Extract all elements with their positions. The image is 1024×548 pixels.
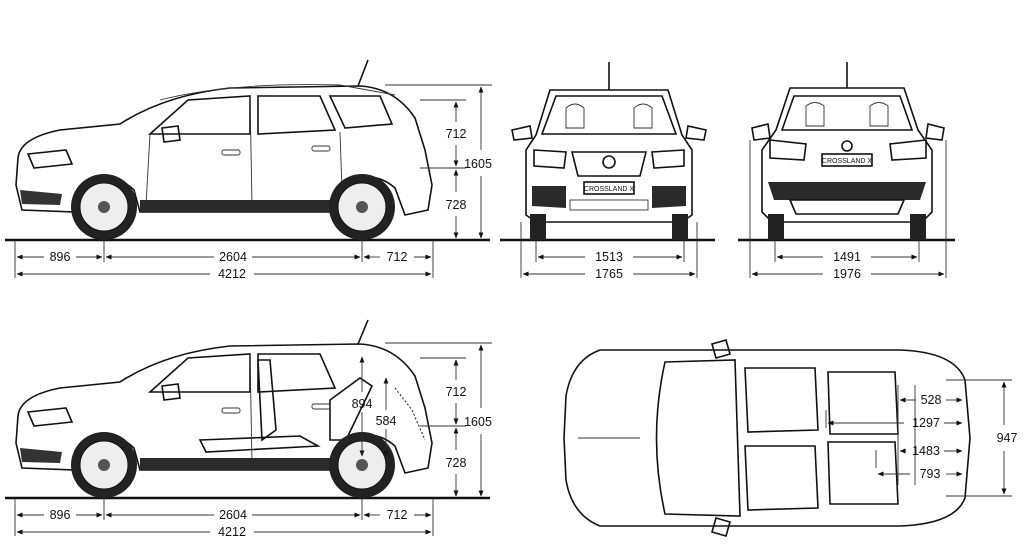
dim-wheelbase: 2604 xyxy=(219,250,247,264)
dim-lower-height: 728 xyxy=(446,198,467,212)
dim-rear-track: 1491 xyxy=(833,250,861,264)
dim-front-track: 1513 xyxy=(595,250,623,264)
dim-528: 528 xyxy=(921,393,942,407)
dim-1297: 1297 xyxy=(912,416,940,430)
dim-upper-height: 712 xyxy=(446,385,467,399)
dim-front-overhang: 896 xyxy=(50,250,71,264)
front-plate: CROSSLAND X xyxy=(584,186,635,193)
dim-upper-height: 712 xyxy=(446,127,467,141)
front-view: CROSSLAND X 1513 1765 xyxy=(500,62,715,281)
dim-1483: 1483 xyxy=(912,444,940,458)
side-view-top: 896 2604 712 4212 712 728 1605 xyxy=(5,59,492,281)
dim-overall-height: 1605 xyxy=(464,415,492,429)
car-top-profile xyxy=(563,339,971,537)
dim-overall-height: 1605 xyxy=(464,157,492,171)
dim-sill-height: 584 xyxy=(376,414,397,428)
dim-front-overhang: 896 xyxy=(50,508,71,522)
dim-width-mirrors: 1976 xyxy=(833,267,861,281)
top-view: 947 528 1297 1483 793 xyxy=(563,339,1018,537)
dim-opening-height: 894 xyxy=(352,397,373,411)
dim-overall-length: 4212 xyxy=(218,267,246,281)
car-side-profile xyxy=(15,59,433,240)
dim-front-width: 1765 xyxy=(595,267,623,281)
rear-view: CROSSLAND X 1491 1976 xyxy=(738,62,955,281)
dim-947: 947 xyxy=(997,431,1018,445)
car-side-cutaway xyxy=(15,319,433,498)
dim-rear-overhang: 712 xyxy=(387,250,408,264)
dim-wheelbase: 2604 xyxy=(219,508,247,522)
side-view-bottom: 894 584 896 2604 712 4212 712 728 xyxy=(5,319,492,539)
dim-lower-height: 728 xyxy=(446,456,467,470)
dim-rear-overhang: 712 xyxy=(387,508,408,522)
dim-793: 793 xyxy=(920,467,941,481)
rear-plate: CROSSLAND X xyxy=(822,158,873,165)
car-rear-profile: CROSSLAND X xyxy=(751,62,945,240)
dim-overall-length: 4212 xyxy=(218,525,246,539)
car-front-profile: CROSSLAND X xyxy=(511,62,707,240)
